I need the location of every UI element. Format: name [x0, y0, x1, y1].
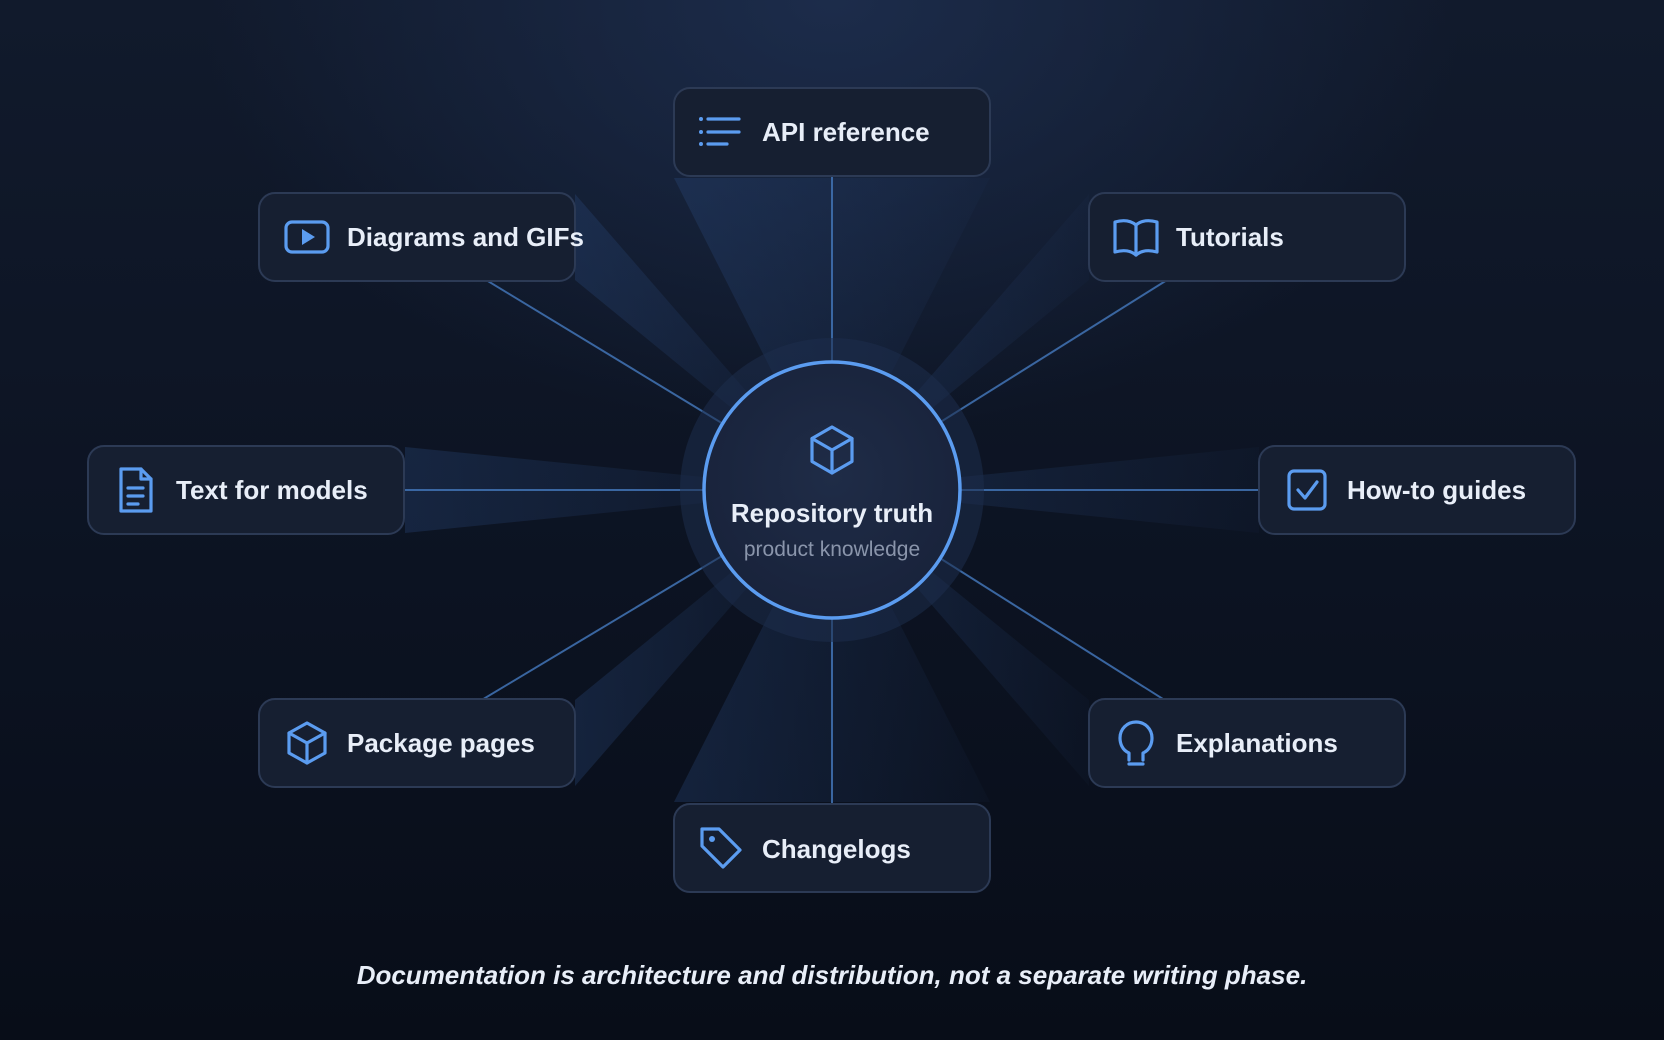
node-card: [258, 192, 576, 282]
node-package-pages[interactable]: Package pages: [258, 698, 576, 788]
node-card: [673, 87, 991, 177]
hub-subtitle: product knowledge: [744, 538, 920, 561]
node-label: Explanations: [1176, 728, 1338, 758]
hub-title: Repository truth: [731, 498, 933, 528]
caption: Documentation is architecture and distri…: [356, 960, 1308, 990]
package-icon: [287, 721, 327, 765]
lightbulb-icon: [1118, 720, 1154, 766]
node-changelogs[interactable]: Changelogs: [673, 803, 991, 893]
node-how-to-guides[interactable]: How-to guides: [1258, 445, 1576, 535]
check-square-icon: [1287, 469, 1327, 511]
node-label: Diagrams and GIFs: [347, 222, 584, 252]
node-diagrams-and-gifs[interactable]: Diagrams and GIFs: [258, 192, 584, 282]
hub: Repository truth product knowledge: [680, 338, 984, 642]
node-card: [1258, 445, 1576, 535]
node-card: [87, 445, 405, 535]
node-label: API reference: [762, 117, 930, 147]
node-card: [1088, 698, 1406, 788]
node-card: [673, 803, 991, 893]
book-icon: [1113, 219, 1159, 257]
tag-icon: [700, 827, 742, 869]
node-label: How-to guides: [1347, 475, 1526, 505]
node-label: Text for models: [176, 475, 368, 505]
list-icon: [699, 117, 741, 146]
node-card: [258, 698, 576, 788]
node-label: Changelogs: [762, 834, 911, 864]
node-label: Package pages: [347, 728, 535, 758]
node-api-reference[interactable]: API reference: [673, 87, 991, 177]
node-explanations[interactable]: Explanations: [1088, 698, 1406, 788]
document-icon: [119, 467, 153, 513]
node-text-for-models[interactable]: Text for models: [87, 445, 405, 535]
cube-icon: [810, 425, 854, 475]
hub-circle: [702, 360, 962, 620]
video-icon: [284, 220, 330, 254]
node-tutorials[interactable]: Tutorials: [1088, 192, 1406, 282]
node-card: [1088, 192, 1406, 282]
node-label: Tutorials: [1176, 222, 1284, 252]
